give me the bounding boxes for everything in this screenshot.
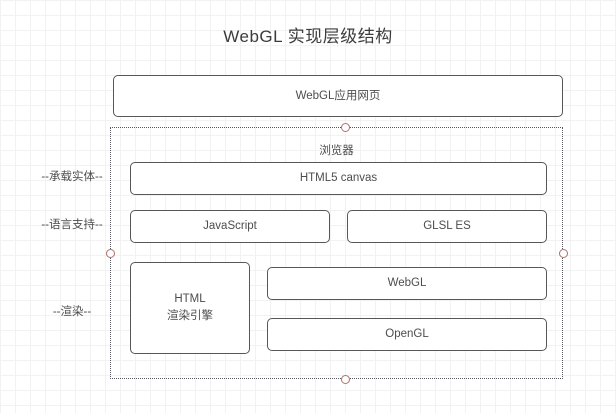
node-webgl-application-page[interactable]: WebGL应用网页	[113, 75, 563, 117]
node-webgl[interactable]: WebGL	[267, 267, 547, 300]
side-label-render: --渲染--	[52, 306, 92, 318]
resize-handle-right-icon[interactable]	[559, 249, 568, 258]
side-label-carrier: --承载实体--	[41, 171, 103, 183]
node-label: JavaScript	[203, 220, 257, 233]
node-label-line2: 渲染引擎	[167, 310, 213, 322]
node-label: OpenGL	[385, 328, 429, 341]
node-html5-canvas[interactable]: HTML5 canvas	[130, 162, 547, 195]
group-browser-label: 浏览器	[319, 145, 354, 157]
node-html-render-engine[interactable]: HTML 渲染引擎	[130, 262, 250, 354]
node-opengl[interactable]: OpenGL	[267, 318, 547, 351]
resize-handle-top-icon[interactable]	[341, 123, 350, 132]
node-label: WebGL应用网页	[295, 89, 381, 102]
node-glsl-es[interactable]: GLSL ES	[347, 210, 547, 243]
node-label: GLSL ES	[423, 220, 471, 233]
resize-handle-left-icon[interactable]	[106, 249, 115, 258]
node-label: WebGL	[387, 277, 427, 290]
node-label-line1: HTML	[174, 293, 206, 306]
side-label-language: --语言支持--	[41, 219, 103, 231]
node-javascript[interactable]: JavaScript	[130, 210, 330, 243]
node-label: HTML5 canvas	[299, 172, 378, 185]
resize-handle-bottom-icon[interactable]	[341, 375, 350, 384]
page-title: WebGL 实现层级结构	[223, 27, 393, 46]
